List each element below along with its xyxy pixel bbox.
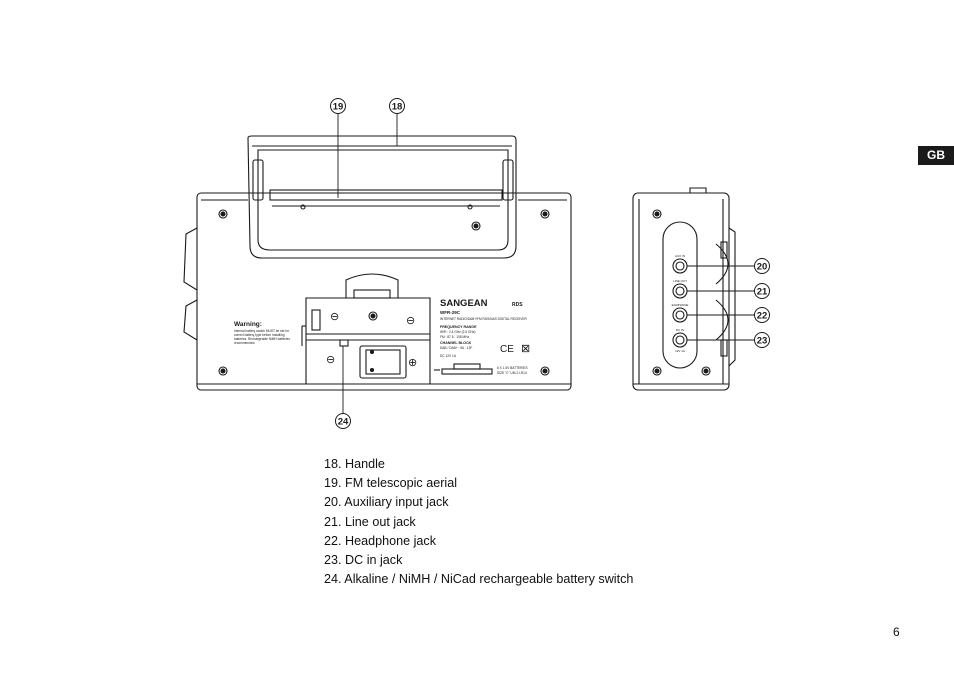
legend-item: 24. Alkaline / NiMH / NiCad rechargeable… xyxy=(324,572,634,587)
ce-mark: CE xyxy=(500,344,514,355)
freq-fm: FM : 87.5 - 108 MHz xyxy=(440,335,469,339)
warning-line-2: correct battery type before installing xyxy=(234,333,285,337)
legend-item: 20. Auxiliary input jack xyxy=(324,495,449,510)
parts-legend: 18. Handle 19. FM telescopic aerial 20. … xyxy=(324,455,633,589)
line-out-label: LINE OUT xyxy=(673,279,687,283)
battery-switch xyxy=(339,339,349,347)
channel-heading: CHANNEL BLOCK xyxy=(440,341,472,345)
battery-size: SIZE "C" UM-2 LR14 xyxy=(497,371,527,375)
freq-heading: FREQUENCY RANGE xyxy=(440,325,477,329)
line-out-jack xyxy=(672,283,688,299)
dc-rating: DC 12V 1A xyxy=(440,354,457,358)
handle xyxy=(247,135,517,259)
callout-18 xyxy=(389,98,405,114)
aerial xyxy=(269,189,503,201)
jack-panel xyxy=(662,221,698,369)
aux-in-jack xyxy=(672,258,688,274)
freq-wifi: WiFi : 2.4 GHz (2.5 GHz) xyxy=(440,330,475,334)
callout-21-label: 21 xyxy=(757,287,768,298)
warning-line-1: Internal battery switch MUST be set for xyxy=(234,329,290,333)
side-view-drawing: AUX IN LINE OUT EARPHONE DC IN 12V 1A xyxy=(632,187,736,391)
dc-in-label: DC IN xyxy=(676,328,684,332)
side-cabinet xyxy=(632,192,730,391)
svg-text:⊖: ⊖ xyxy=(406,315,415,327)
cabinet xyxy=(196,192,572,391)
legend-item: 22. Headphone jack xyxy=(324,533,437,548)
callout-23 xyxy=(754,332,770,348)
rear-view-drawing: ⊖ ⊖ ⊖ ⊕ SANGEAN RDS WFR-29C INTERNET RAD… xyxy=(183,135,572,391)
dc-in-jack xyxy=(672,332,688,348)
channel-value: DAB / DAB+ : 5A - 13F xyxy=(440,346,472,350)
warning-line-3: batteries. Rechargeable NiMH batteries xyxy=(234,337,290,341)
svg-text:⊖: ⊖ xyxy=(326,354,335,366)
battery-compartment xyxy=(305,297,431,385)
callout-22 xyxy=(754,307,770,323)
svg-text:⊕: ⊕ xyxy=(408,357,417,369)
legend-item: 19. FM telescopic aerial xyxy=(324,476,457,491)
callout-19-label: 19 xyxy=(333,102,344,113)
callout-21 xyxy=(754,283,770,299)
callout-22-label: 22 xyxy=(757,311,768,322)
callout-23-label: 23 xyxy=(757,336,768,347)
legend-item: 23. DC in jack xyxy=(324,553,403,568)
callout-20-label: 20 xyxy=(757,262,768,273)
callout-20 xyxy=(754,258,770,274)
callout-24 xyxy=(335,413,351,429)
headphone-jack xyxy=(672,307,688,323)
legend-item: 18. Handle xyxy=(324,457,385,471)
warning-line-4: recommended. xyxy=(234,341,255,345)
svg-text:⊖: ⊖ xyxy=(330,311,339,323)
dc-in-rating: 12V 1A xyxy=(675,349,685,353)
legend-item: 21. Line out jack xyxy=(324,514,416,529)
rds-label: RDS xyxy=(512,302,523,308)
earphone-label: EARPHONE xyxy=(672,303,689,307)
model-subtitle: INTERNET RADIO/DAB+/FM RDS/NAS DIGITAL R… xyxy=(440,317,528,321)
brand-label: SANGEAN xyxy=(440,298,488,309)
language-tab: GB xyxy=(918,146,954,165)
callout-24-label: 24 xyxy=(338,417,349,428)
battery-count: 6 X 1.5V BATTERIES xyxy=(497,366,528,370)
page-number: 6 xyxy=(893,625,900,639)
callout-18-label: 18 xyxy=(392,102,403,113)
aux-in-label: AUX IN xyxy=(675,254,685,258)
model-label: WFR-29C xyxy=(440,310,461,315)
svg-text:⊠: ⊠ xyxy=(521,343,530,355)
warning-title: Warning: xyxy=(234,321,262,328)
callout-19 xyxy=(330,98,346,114)
